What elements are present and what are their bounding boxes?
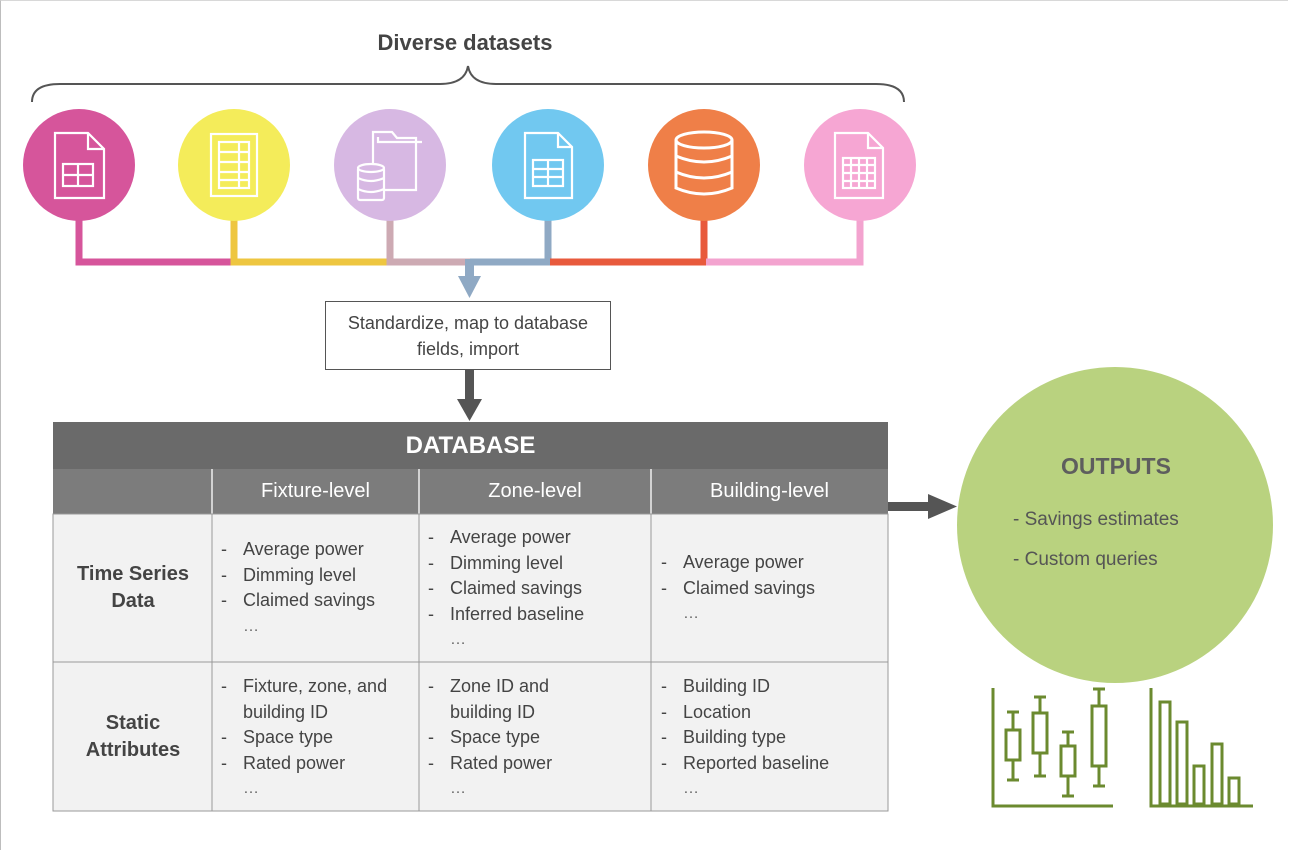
import-arrow — [457, 370, 482, 421]
cell-building-static: -Building ID -Location -Building type -R… — [661, 674, 883, 802]
columnar-file-icon — [209, 132, 259, 198]
row-header-line: Static — [105, 711, 161, 734]
list-item: -Dimming level — [428, 552, 564, 573]
table-doc-icon — [523, 131, 574, 200]
cell-zone-static: -Zone ID and building ID -Space type -Ra… — [428, 674, 644, 802]
folder-database-icon — [356, 130, 422, 202]
source-connectors — [75, 205, 864, 266]
list-item: -Rated power — [221, 752, 346, 773]
row-header-line: Data — [111, 590, 155, 612]
output-item: - Custom queries — [1013, 549, 1158, 570]
list-item: -Building ID — [661, 676, 771, 696]
cell-fixture-static: -Fixture, zone, and building ID -Space t… — [221, 674, 411, 802]
column-header-building: Building-level — [710, 480, 829, 502]
datasets-title: Diverse datasets — [377, 30, 553, 55]
cell-building-timeseries: -Average power -Claimed savings … — [661, 550, 881, 627]
list-item: -Dimming level — [221, 564, 357, 585]
source-circle-5 — [648, 109, 760, 221]
list-item: -Space type — [428, 727, 541, 747]
ellipsis: … — [243, 780, 259, 797]
grid-file-icon — [833, 131, 885, 200]
ellipsis: … — [450, 631, 466, 648]
outputs-circle — [957, 367, 1273, 683]
process-label: Standardize, map to database fields, imp… — [347, 312, 589, 359]
source-circle-3 — [334, 109, 446, 221]
list-item: -Average power — [428, 527, 571, 547]
output-arrow — [888, 494, 957, 519]
list-item: -Average power — [221, 539, 364, 559]
list-item: -Zone ID and building ID — [428, 676, 550, 722]
list-item: -Fixture, zone, and building ID — [221, 676, 388, 722]
cell-zone-timeseries: -Average power -Dimming level -Claimed s… — [428, 525, 644, 653]
list-item: -Location — [661, 701, 752, 722]
database-title: DATABASE — [405, 431, 536, 459]
bar-chart-icon — [1149, 688, 1253, 808]
row-header-line: Time Series — [77, 563, 189, 585]
list-item: -Claimed savings — [428, 578, 583, 598]
outputs-title: OUTPUTS — [1061, 453, 1171, 479]
database-table — [52, 422, 889, 812]
ellipsis: … — [243, 617, 259, 635]
row-header-line: Attributes — [85, 738, 181, 761]
output-item: - Savings estimates — [1013, 509, 1179, 530]
cell-fixture-timeseries: -Average power -Dimming level -Claimed s… — [221, 537, 411, 639]
ellipsis: … — [683, 780, 699, 797]
column-header-fixture: Fixture-level — [261, 480, 370, 502]
column-header-zone: Zone-level — [488, 480, 582, 502]
list-item: -Building type — [661, 727, 787, 747]
ellipsis: … — [450, 780, 466, 797]
database-icon — [674, 130, 734, 196]
list-item: -Space type — [221, 727, 334, 747]
row-header-static: Static Attributes — [54, 662, 212, 811]
box-plot-icon — [991, 687, 1113, 808]
list-item: -Claimed savings — [221, 590, 376, 610]
spreadsheet-doc-icon — [53, 131, 106, 200]
source-circles — [23, 109, 916, 221]
source-circle-2 — [178, 109, 290, 221]
list-item: -Average power — [661, 552, 804, 572]
list-item: -Rated power — [428, 752, 553, 773]
list-item: -Inferred baseline — [428, 603, 585, 624]
merge-arrow — [458, 259, 481, 298]
outputs-list: - Savings estimates - Custom queries — [1013, 500, 1179, 580]
row-header-time-series: Time Series Data — [54, 514, 212, 662]
list-item: -Claimed savings — [661, 577, 816, 598]
list-item: -Reported baseline — [661, 752, 830, 773]
process-box: Standardize, map to database fields, imp… — [325, 301, 611, 370]
ellipsis: … — [683, 605, 699, 622]
brace — [31, 65, 905, 103]
